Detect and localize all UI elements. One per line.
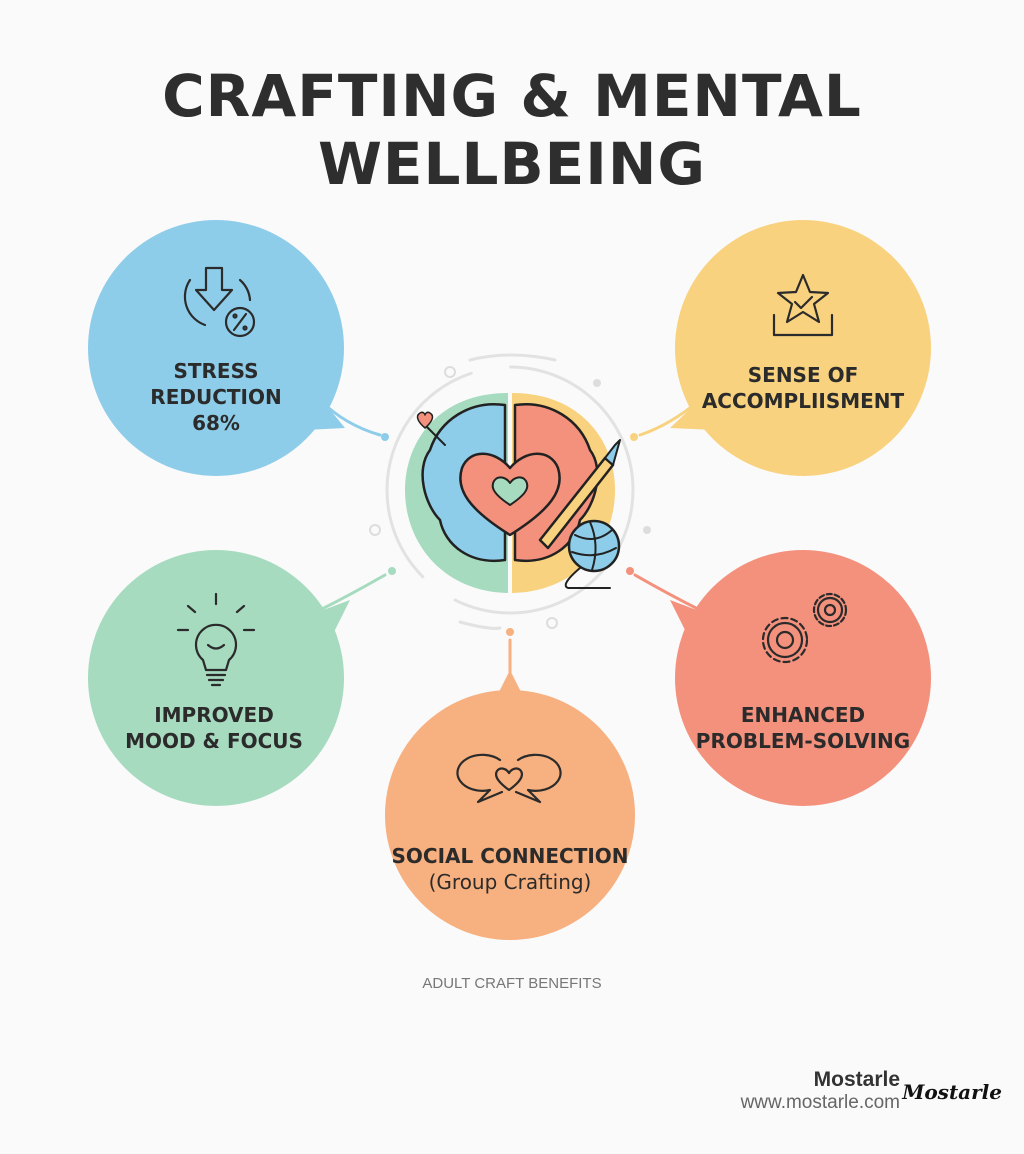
stress-down-percent-icon xyxy=(183,266,256,338)
brand-logo: Mostarle xyxy=(902,1080,1002,1104)
label-mood-focus: IMPROVED MOOD & FOCUS xyxy=(94,702,334,754)
label-subtitle: (Group Crafting) xyxy=(428,870,592,894)
label-problem-solving: ENHANCED PROBLEM-SOLVING xyxy=(683,702,923,754)
label-social-connection: SOCIAL CONNECTION (Group Crafting) xyxy=(385,843,635,895)
lightbulb-icon xyxy=(176,592,256,687)
stat-value: 68% xyxy=(192,411,240,435)
star-box-icon xyxy=(772,273,834,337)
label-line: STRESS xyxy=(173,359,259,383)
bubble-problem-solving xyxy=(675,550,931,806)
brain-heart-craft-icon xyxy=(369,353,651,630)
label-line: MOOD & FOCUS xyxy=(125,729,303,753)
bubble-accomplishment xyxy=(675,220,931,476)
label-line: PROBLEM-SOLVING xyxy=(695,729,911,753)
label-line: SOCIAL CONNECTION xyxy=(391,844,629,868)
chat-heart-icon xyxy=(456,753,562,804)
label-accomplishment: SENSE OF ACCOMPLIISMENT xyxy=(683,362,923,414)
label-stress-reduction: STRESS REDUCTION 68% xyxy=(96,358,336,436)
brand-url: www.mostarle.com xyxy=(740,1092,900,1113)
label-line: IMPROVED xyxy=(154,703,274,727)
gears-icon xyxy=(761,592,848,664)
label-line: SENSE OF xyxy=(747,363,859,387)
bubble-social-connection xyxy=(385,690,635,940)
connectors xyxy=(318,398,702,702)
bubble-mood-focus xyxy=(88,550,344,806)
label-line: REDUCTION xyxy=(150,385,282,409)
page-title: CRAFTING & MENTAL WELLBEING xyxy=(162,62,862,198)
label-line: ENHANCED xyxy=(740,703,866,727)
brand-name: Mostarle xyxy=(813,1068,900,1091)
brand-block: Mostarle www.mostarle.com xyxy=(741,1068,900,1114)
caption: ADULT CRAFT BENEFITS xyxy=(422,975,602,992)
bubble-stress-reduction xyxy=(88,220,344,476)
label-line: ACCOMPLIISMENT xyxy=(701,389,905,413)
